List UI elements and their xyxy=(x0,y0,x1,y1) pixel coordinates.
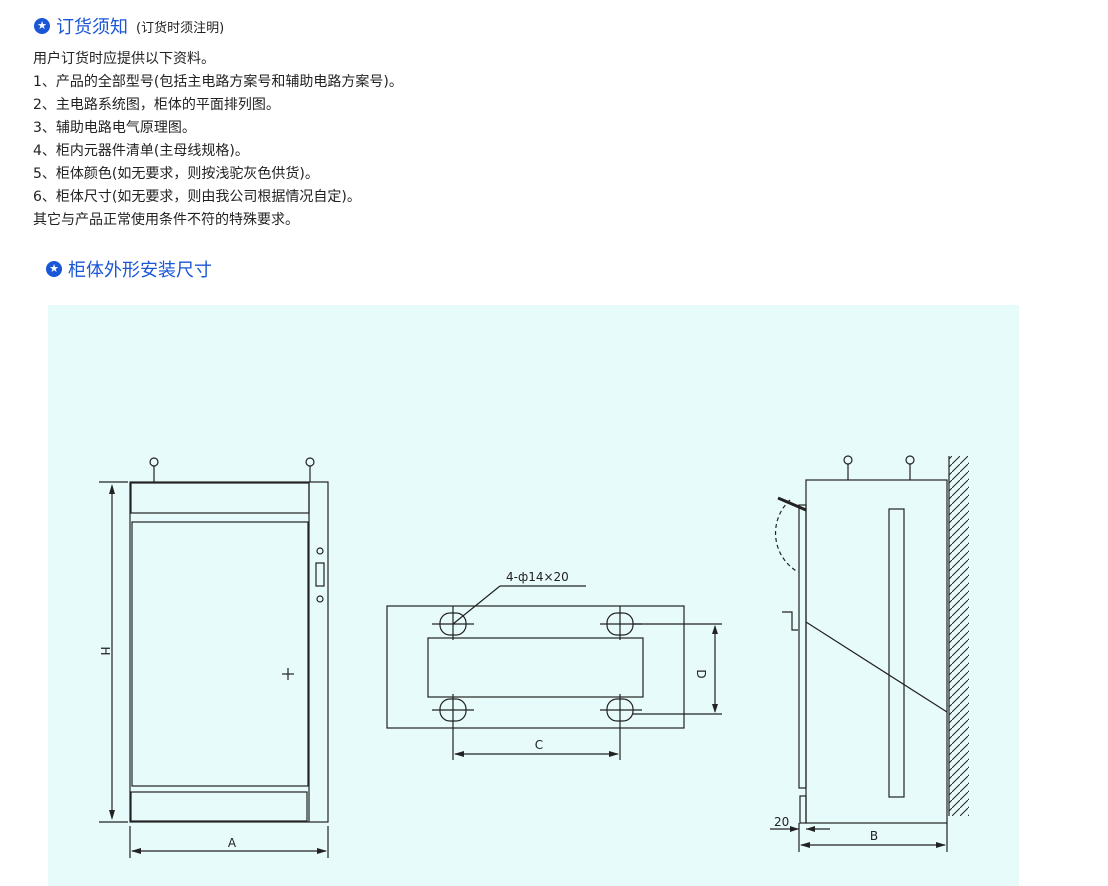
base-opening xyxy=(427,637,644,698)
front-view: H A xyxy=(98,457,329,858)
drawing-panel xyxy=(48,305,1019,886)
indicator-icon xyxy=(316,595,324,603)
lifting-eye-right xyxy=(905,455,915,480)
door-handle xyxy=(315,562,325,587)
door-swing-arc xyxy=(774,499,799,573)
side-rail xyxy=(888,508,905,798)
base-plate xyxy=(386,605,685,729)
side-view: 20 B xyxy=(770,455,969,852)
notice-line: 4、柜内元器件清单(主母线规格)。 xyxy=(33,143,249,159)
dim-label-b: B xyxy=(870,829,878,843)
order-notice-title-text: 订货须知 xyxy=(56,17,128,38)
lifting-eye-right xyxy=(305,457,315,482)
hinge xyxy=(782,611,798,631)
star-circle-icon: ★ xyxy=(34,18,50,34)
order-notice-subtitle: (订货时须注明) xyxy=(136,20,225,36)
star-circle-icon: ★ xyxy=(46,261,62,277)
cabinet-door xyxy=(131,521,309,787)
lifting-eye-left xyxy=(843,455,853,480)
cabinet-body xyxy=(129,481,329,823)
indicator-icon xyxy=(316,547,324,555)
notice-line: 用户订货时应提供以下资料。 xyxy=(33,51,215,67)
dim-label-d: D xyxy=(694,669,708,678)
top-panel xyxy=(130,482,310,514)
mounting-hole xyxy=(432,694,474,728)
bottom-panel xyxy=(130,791,308,822)
notice-line: 6、柜体尺寸(如无要求，则由我公司根据情况自定)。 xyxy=(33,189,361,205)
mounting-hole xyxy=(600,606,642,640)
dim-label-c: C xyxy=(535,738,543,752)
base-plan-view: 4-ф14×20 D C xyxy=(386,570,722,760)
notice-line: 5、柜体颜色(如无要求，则按浅驼灰色供货)。 xyxy=(33,166,319,182)
order-notice-list: 用户订货时应提供以下资料。 1、产品的全部型号(包括主电路方案号和辅助电路方案号… xyxy=(33,48,403,232)
dim-label-h: H xyxy=(98,646,112,655)
hole-spec-label: 4-ф14×20 xyxy=(506,570,569,584)
dimensions-title: ★ 柜体外形安装尺寸 xyxy=(46,256,212,282)
wall-hatch xyxy=(949,456,969,816)
mounting-hole xyxy=(432,606,474,640)
dim-label-offset: 20 xyxy=(774,815,789,829)
lifting-eye-left xyxy=(149,457,159,482)
mounting-hole xyxy=(600,694,642,728)
dim-label-a: A xyxy=(228,836,237,850)
notice-line: 其它与产品正常使用条件不符的特殊要求。 xyxy=(33,212,299,228)
base-foot xyxy=(799,795,807,824)
order-notice-title: ★ 订货须知 (订货时须注明) xyxy=(34,13,224,39)
notice-line: 1、产品的全部型号(包括主电路方案号和辅助电路方案号)。 xyxy=(33,74,403,90)
notice-line: 2、主电路系统图，柜体的平面排列图。 xyxy=(33,97,280,113)
dimensions-title-text: 柜体外形安装尺寸 xyxy=(68,260,212,281)
door-edge xyxy=(798,504,807,789)
door-stay xyxy=(777,496,807,512)
notice-line: 3、辅助电路电气原理图。 xyxy=(33,120,196,136)
cabinet-side xyxy=(805,479,948,824)
